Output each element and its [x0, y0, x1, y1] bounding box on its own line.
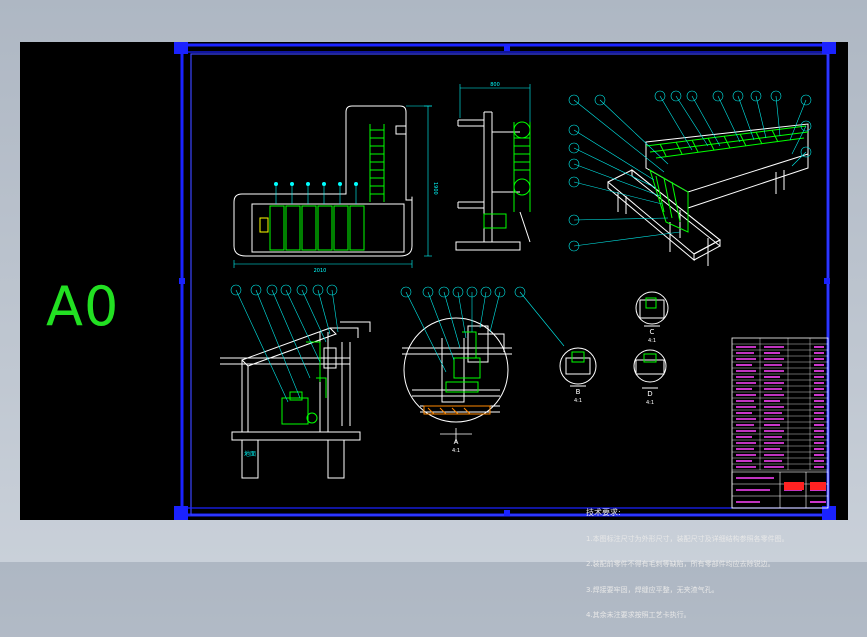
- section-a-scale: 4:1: [452, 448, 460, 454]
- cad-drawing: 2010 1900 800: [174, 42, 836, 520]
- front-width-dimension: 2010: [314, 268, 327, 274]
- detail-b: [559, 347, 597, 387]
- detail-view: [402, 317, 512, 423]
- bom-entries: [736, 346, 824, 468]
- isometric-callouts: [568, 90, 812, 252]
- sheet-frame: [180, 43, 830, 517]
- front-view: [233, 105, 432, 268]
- detail-b-scale: 4:1: [574, 398, 582, 404]
- frame-grips[interactable]: [174, 42, 836, 520]
- notes-line-3: 3.焊接要牢固，焊缝应平整，无夹渣气孔。: [586, 585, 719, 594]
- side-width-dimension: 800: [490, 82, 500, 88]
- section-view-left: [220, 321, 371, 479]
- bom-rows: [732, 338, 828, 471]
- detail-callouts: [400, 286, 565, 373]
- notes-line-1: 1.本图标注尺寸为外形尺寸，装配尺寸及详细结构参照各零件图。: [586, 534, 789, 543]
- detail-c-label: C: [650, 328, 655, 336]
- notes-line-2: 2.装配前零件不得有毛刺等缺陷，所有零部件均应去除锐边。: [586, 560, 775, 568]
- detail-c-scale: 4:1: [648, 338, 656, 344]
- notes-line-4: 4.其余未注要求按照工艺卡执行。: [586, 611, 691, 619]
- title-block: [731, 337, 829, 509]
- technical-notes: 技术要求: 1.本图标注尺寸为外形尺寸，装配尺寸及详细结构参照各零件图。 2.装…: [586, 492, 789, 637]
- side-view: [455, 84, 531, 251]
- detail-d-label: D: [647, 390, 652, 398]
- drawing-viewport[interactable]: 2010 1900 800: [20, 42, 848, 619]
- ground-label: 地面: [244, 450, 256, 458]
- section-a-marker: [440, 428, 472, 442]
- detail-d-scale: 4:1: [646, 400, 654, 406]
- detail-c: [635, 291, 669, 327]
- notes-title: 技术要求:: [586, 508, 621, 517]
- section-left-callouts: [230, 284, 339, 403]
- section-a-label: A: [454, 438, 459, 446]
- detail-b-label: B: [576, 388, 581, 396]
- isometric-view: [607, 123, 809, 266]
- sheet-size-label: A0: [46, 275, 120, 338]
- front-height-dimension: 1900: [432, 182, 438, 195]
- detail-d: [633, 349, 667, 389]
